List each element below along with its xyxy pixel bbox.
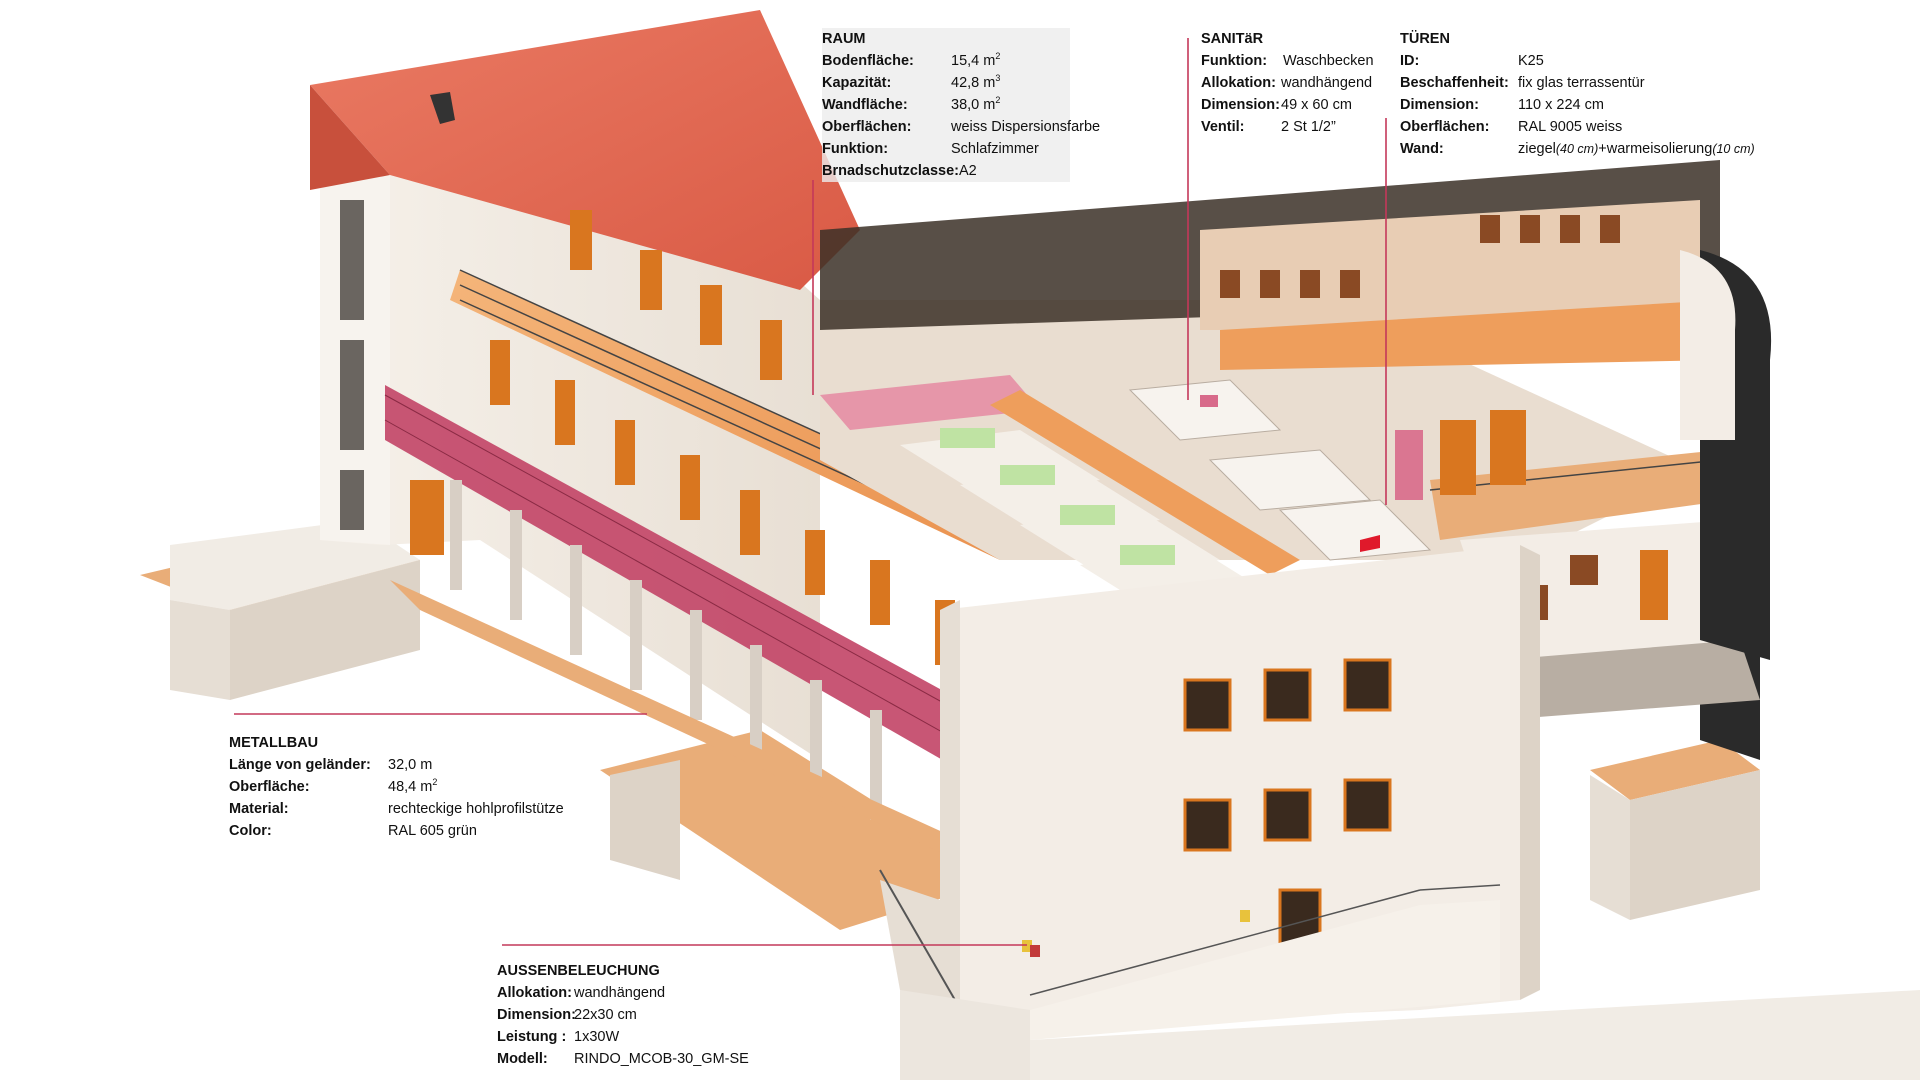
panel-aussenbeleuchung: AUSSENBELEUCHUNG Allokation:wandhängend …	[497, 960, 817, 1070]
panel-raum-row: Brnadschutzclasse:A2	[822, 163, 977, 179]
panel-metallbau-title: METALLBAU	[229, 735, 319, 751]
panel-aussenbeleuchung-row: Leistung :1x30W	[497, 1029, 620, 1045]
panel-sanitar-row: Dimension:49 x 60 cm	[1201, 97, 1352, 113]
panel-raum-row: Kapazität:42,8 m3	[822, 73, 1001, 91]
panel-metallbau-row: Material:rechteckige hohlprofilstütze	[229, 801, 564, 817]
panel-raum-row: Funktion:Schlafzimmer	[822, 141, 1039, 157]
south-facade	[879, 545, 1920, 1080]
panel-aussenbeleuchung-row: Modell:RINDO_MCOB-30_GM-SE	[497, 1051, 749, 1067]
panel-turen-row: Beschaffenheit:fix glas terrassentür	[1400, 75, 1645, 91]
panel-sanitar: SANITäR Funktion:Waschbecken Allokation:…	[1201, 28, 1391, 138]
panel-turen-title: TÜREN	[1400, 31, 1450, 47]
panel-turen-row: Wand:ziegel(40 cm)+warmeisolierung(10 cm…	[1400, 141, 1755, 157]
panel-metallbau-row: Color:RAL 605 grün	[229, 823, 477, 839]
panel-aussenbeleuchung-row: Allokation:wandhängend	[497, 985, 666, 1001]
panel-raum-row: Oberflächen:weiss Dispersionsfarbe	[822, 119, 1101, 135]
panel-sanitar-row: Funktion:Waschbecken	[1201, 53, 1374, 69]
panel-sanitar-row: Ventil:2 St 1/2”	[1201, 119, 1336, 135]
panel-turen-row: Dimension:110 x 224 cm	[1400, 97, 1604, 113]
panel-raum-row: Wandfläche:38,0 m2	[822, 95, 1001, 113]
panel-metallbau-row: Oberfläche:48,4 m2	[229, 777, 438, 795]
panel-raum: RAUM Bodenfläche:15,4 m2 Kapazität:42,8 …	[822, 28, 1101, 182]
panel-raum-row: Bodenfläche:15,4 m2	[822, 51, 1001, 69]
panel-aussenbeleuchung-title: AUSSENBELEUCHUNG	[497, 963, 660, 979]
panel-aussenbeleuchung-row: Dimension:22x30 cm	[497, 1007, 637, 1023]
panel-turen: TÜREN ID:K25 Beschaffenheit:fix glas ter…	[1400, 28, 1800, 160]
panel-sanitar-row: Allokation:wandhängend	[1201, 75, 1373, 91]
panel-raum-title: RAUM	[822, 31, 866, 47]
panel-turen-row: Oberflächen:RAL 9005 weiss	[1400, 119, 1623, 135]
panel-turen-row: ID:K25	[1400, 53, 1544, 69]
panel-metallbau: METALLBAU Länge von geländer:32,0 m Ober…	[229, 732, 609, 842]
panel-metallbau-row: Länge von geländer:32,0 m	[229, 757, 433, 773]
leader-lines	[234, 38, 1387, 946]
panel-sanitar-title: SANITäR	[1201, 31, 1264, 47]
